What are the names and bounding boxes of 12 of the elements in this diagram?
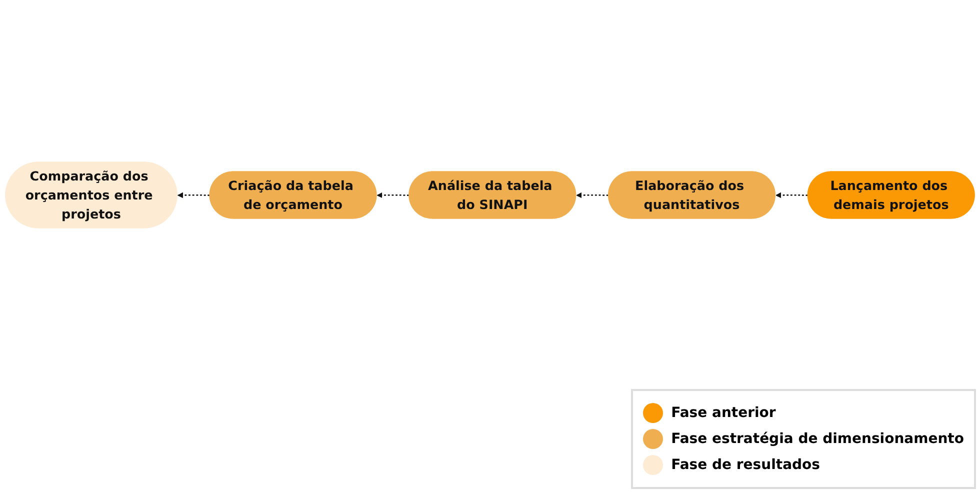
- node-box: Lançamento dos demais projetos: [807, 171, 975, 219]
- legend-label: Fase anterior: [671, 405, 776, 421]
- node-box: Criação da tabela de orçamento: [209, 171, 377, 219]
- node-box: Comparação dos orçamentos entre projetos: [5, 162, 178, 228]
- arrow: [776, 192, 808, 198]
- arrow: [178, 192, 210, 198]
- legend-label: Fase de resultados: [671, 457, 820, 473]
- node-box: Elaboração dos quantitativos: [608, 171, 776, 219]
- node-box: Análise da tabela do SINAPI: [408, 171, 576, 219]
- legend-label: Fase estratégia de dimensionamento: [671, 431, 964, 447]
- arrow: [376, 192, 409, 198]
- arrow: [576, 192, 608, 198]
